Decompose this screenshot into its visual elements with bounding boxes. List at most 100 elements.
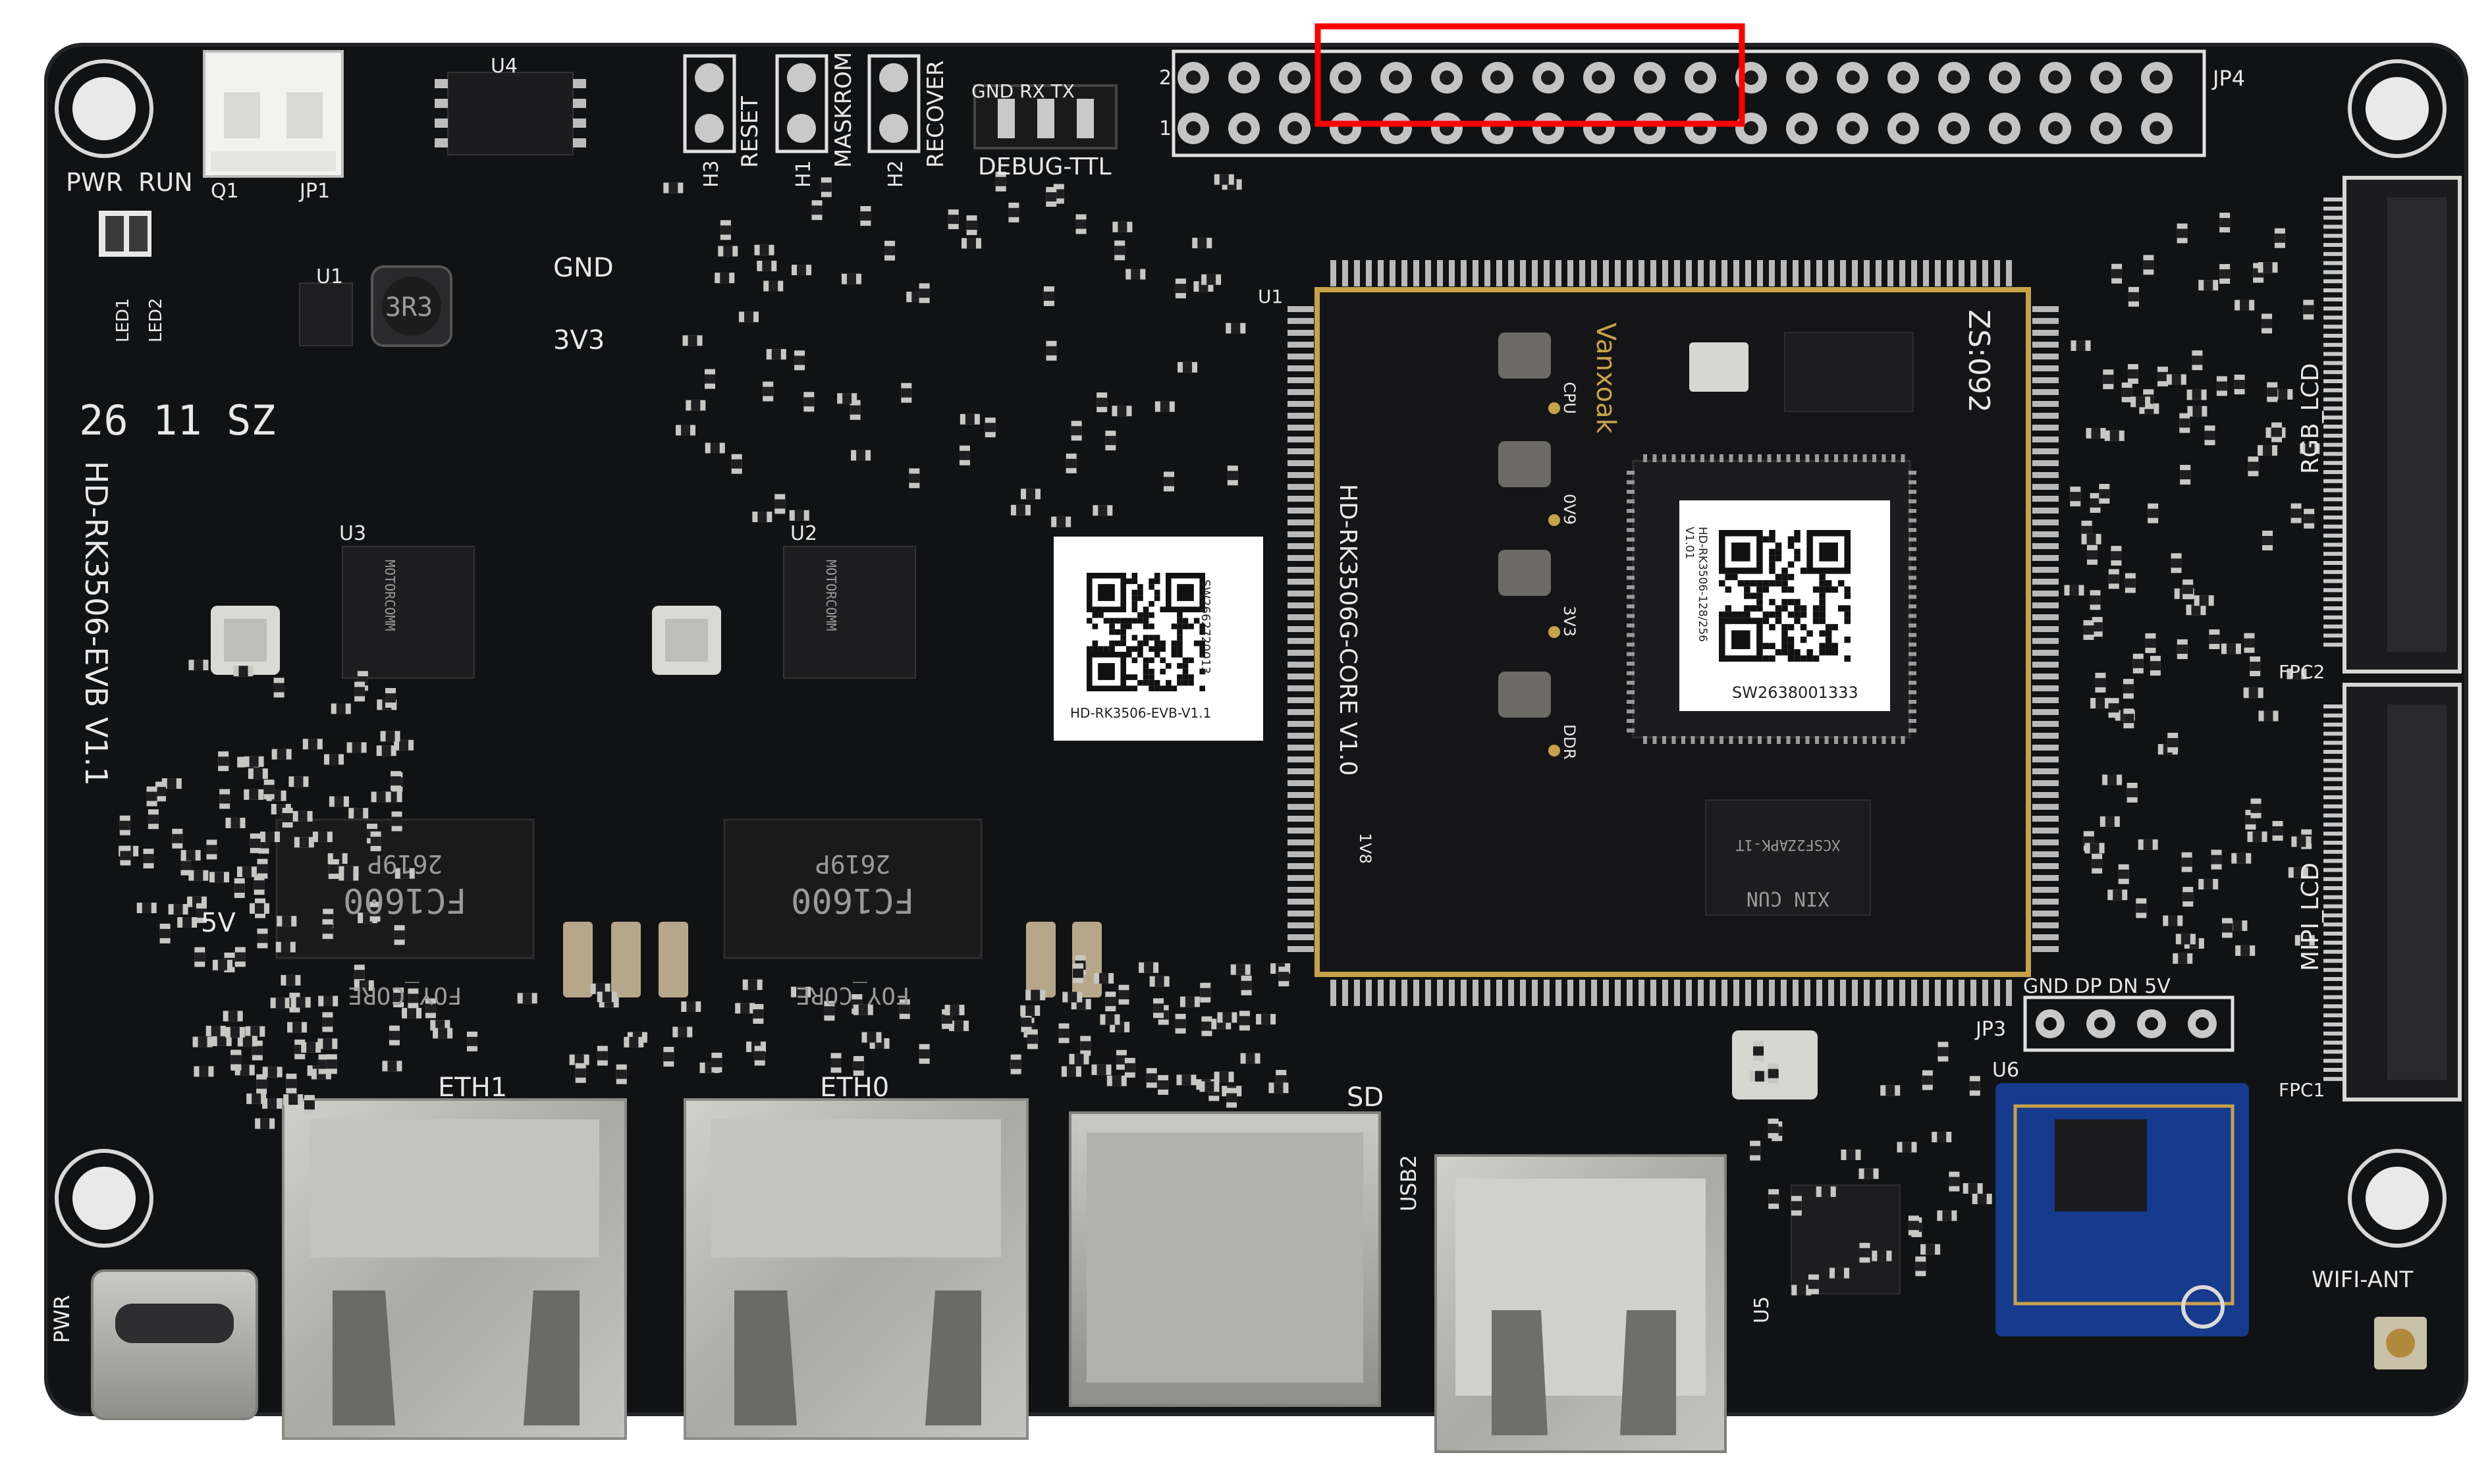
cpu-pin — [1627, 652, 1635, 656]
smd-body — [2103, 375, 2114, 384]
qr-module — [1143, 657, 1149, 664]
qr-module — [1103, 618, 1110, 624]
silk-core-3v3: 3V3 — [1560, 606, 1579, 637]
smd-body — [2226, 643, 2236, 654]
silk-pwr: PWR — [66, 168, 123, 197]
qr-module — [1731, 573, 1738, 581]
core-pad-left — [1287, 437, 1314, 442]
qr-module — [1737, 611, 1745, 618]
silk-h1: H1 — [792, 160, 815, 188]
qr-module — [1131, 589, 1138, 596]
core-pad-bottom — [1899, 980, 1905, 1006]
qr-module — [1762, 536, 1770, 543]
core-pad-bottom — [2006, 980, 2012, 1006]
core-pad-bottom — [1864, 980, 1870, 1006]
qr-module — [1812, 586, 1820, 593]
qr-module — [1131, 674, 1138, 680]
core-pad-right — [2032, 330, 2059, 336]
core-pad-bottom — [1698, 980, 1704, 1006]
smd-body — [1754, 1071, 1764, 1082]
smd-body — [2191, 604, 2201, 616]
qr-module — [1193, 640, 1200, 647]
smd-body — [167, 778, 176, 789]
smd-body — [250, 1026, 260, 1037]
qr-module — [1719, 580, 1725, 587]
smd-body — [1864, 1168, 1874, 1179]
fpc1-pin — [2323, 904, 2343, 909]
qr-module — [1844, 586, 1851, 593]
smd-body — [2263, 710, 2273, 722]
qr-module — [1800, 605, 1807, 612]
qr-module — [1800, 636, 1807, 643]
qr-module — [1092, 640, 1098, 647]
core-pad-right — [2032, 602, 2059, 608]
smd-body — [2219, 269, 2231, 279]
smd-body — [180, 861, 192, 870]
silk-core-1v8: 1V8 — [1356, 833, 1374, 864]
fpc2-pin — [2323, 198, 2343, 201]
smd-body — [2250, 803, 2262, 813]
qr-module — [1781, 623, 1788, 631]
core-pad-left — [1287, 472, 1314, 478]
cpu-pin — [1834, 736, 1838, 744]
smd-body — [2271, 427, 2283, 437]
smd-body — [389, 1030, 400, 1040]
core-pad-bottom — [1970, 980, 1976, 1006]
smd-body — [1768, 1123, 1779, 1133]
silk-date-code: 26 11 SZ — [79, 396, 276, 444]
core-pad-top — [1627, 260, 1633, 286]
qr-module — [1781, 580, 1788, 587]
smd-body — [1231, 323, 1241, 334]
smd-body — [194, 952, 205, 962]
cpu-pin — [1652, 454, 1657, 462]
smd-body — [1977, 1194, 1987, 1205]
smd-body — [686, 1001, 696, 1012]
qr-module — [1182, 668, 1189, 675]
core-pad-left — [1287, 899, 1314, 905]
core-castellated-pads — [1287, 260, 2059, 1006]
fpc2-pin — [2323, 433, 2343, 438]
cpu-pin — [1767, 454, 1772, 462]
cpu-pin — [1909, 518, 1916, 523]
core-pad-left — [1287, 365, 1314, 371]
qr-module — [1131, 606, 1138, 612]
cpu-pin — [1627, 518, 1635, 523]
core-pad-left — [1287, 306, 1314, 312]
smd-body — [217, 959, 227, 970]
cpu-pin — [1843, 454, 1848, 462]
core-pad-left — [1287, 709, 1314, 715]
silk-jp3: JP3 — [1974, 1018, 2006, 1041]
smd-body — [2126, 787, 2138, 797]
cpu-pin — [1909, 595, 1916, 599]
smd-body — [753, 1009, 764, 1019]
core-pad-top — [1793, 260, 1799, 286]
fpc1-pin — [2323, 722, 2343, 727]
core-pad-top — [1816, 260, 1822, 286]
core-pad-left — [1287, 567, 1314, 573]
smd-body — [796, 986, 806, 997]
jp4-pin-hole — [2099, 121, 2113, 136]
smd-body — [354, 687, 366, 697]
qr-module — [1137, 584, 1143, 590]
core-qr-serial: SW2638001333 — [1732, 683, 1858, 702]
smd-body — [1968, 1183, 1978, 1194]
core-pad-right — [2032, 318, 2059, 324]
core-pad-right — [2032, 899, 2059, 905]
core-pad-top — [1876, 260, 1882, 286]
fpc2-pin — [2323, 579, 2343, 583]
smd-body — [821, 182, 832, 192]
jp4-pin-hole — [1845, 121, 1860, 136]
qr-module — [1781, 568, 1788, 574]
qr-module — [1831, 643, 1838, 649]
smd-body — [965, 413, 975, 425]
jp4-pin-hole — [1693, 70, 1708, 85]
smd-body — [850, 405, 861, 415]
core-pad-top — [1354, 260, 1360, 286]
qr-module — [1812, 655, 1820, 662]
fpc1-pin — [2323, 877, 2343, 882]
smd-body — [214, 872, 224, 883]
cpu-pin — [1643, 454, 1647, 462]
smd-body — [2136, 903, 2147, 913]
fpc2-pin — [2323, 406, 2343, 411]
fpc2-pin — [2323, 225, 2343, 229]
